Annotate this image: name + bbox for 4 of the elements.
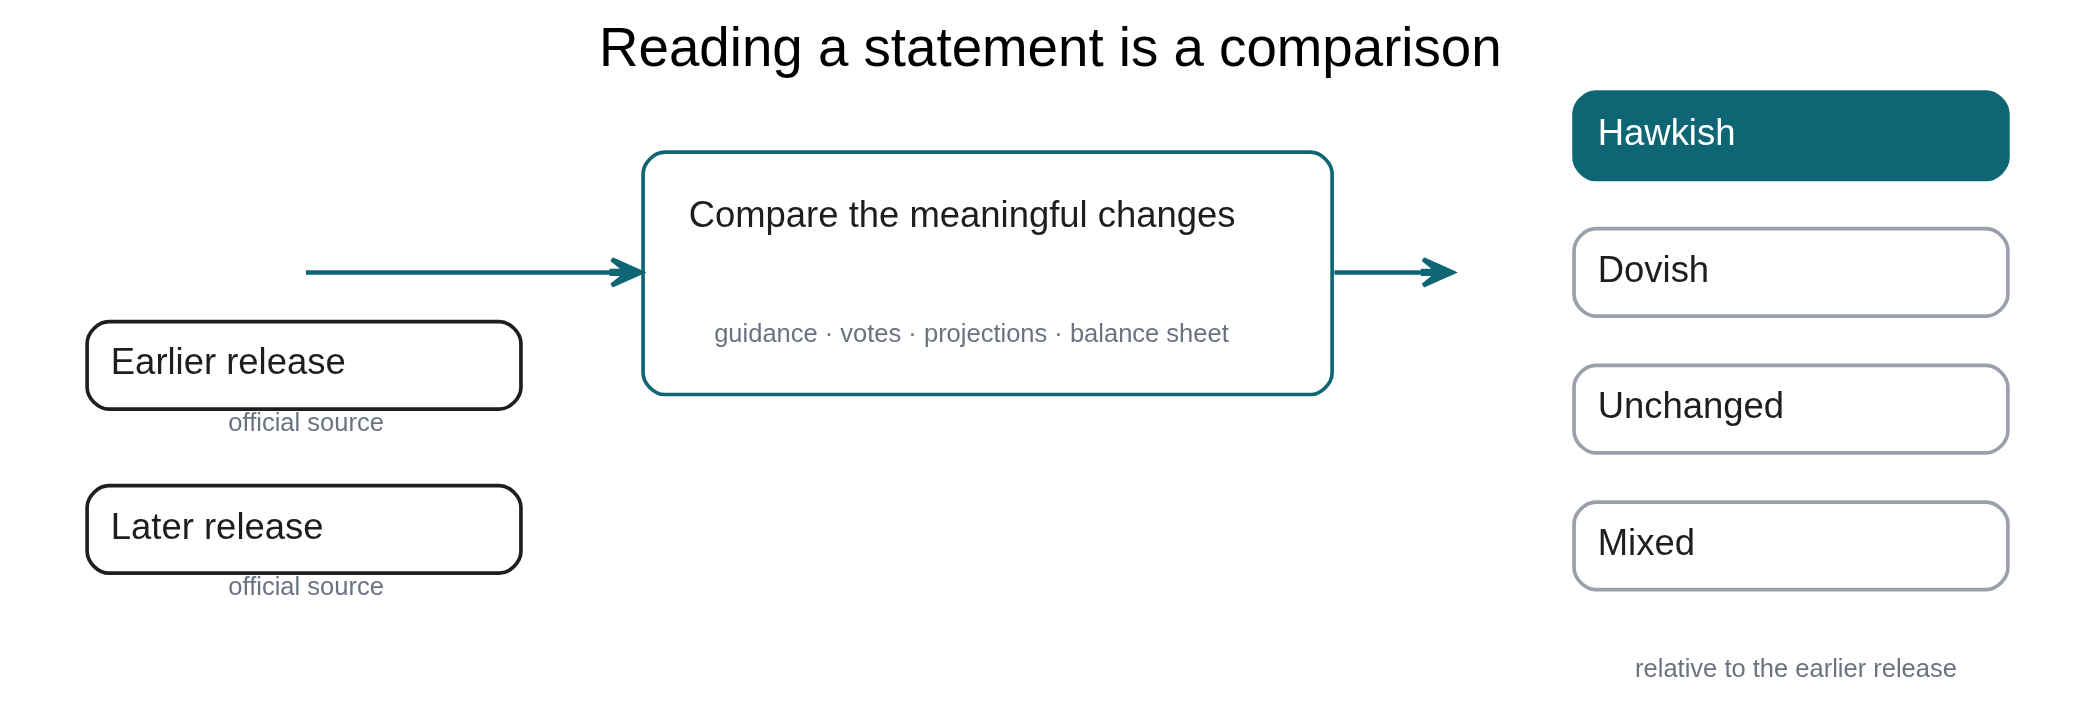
label: relative to the earlier release: [1634, 653, 1957, 682]
diagram-title: Reading a statement is a comparison: [598, 16, 1502, 79]
node-label: official source: [227, 572, 384, 601]
node-label: official source: [227, 408, 384, 437]
